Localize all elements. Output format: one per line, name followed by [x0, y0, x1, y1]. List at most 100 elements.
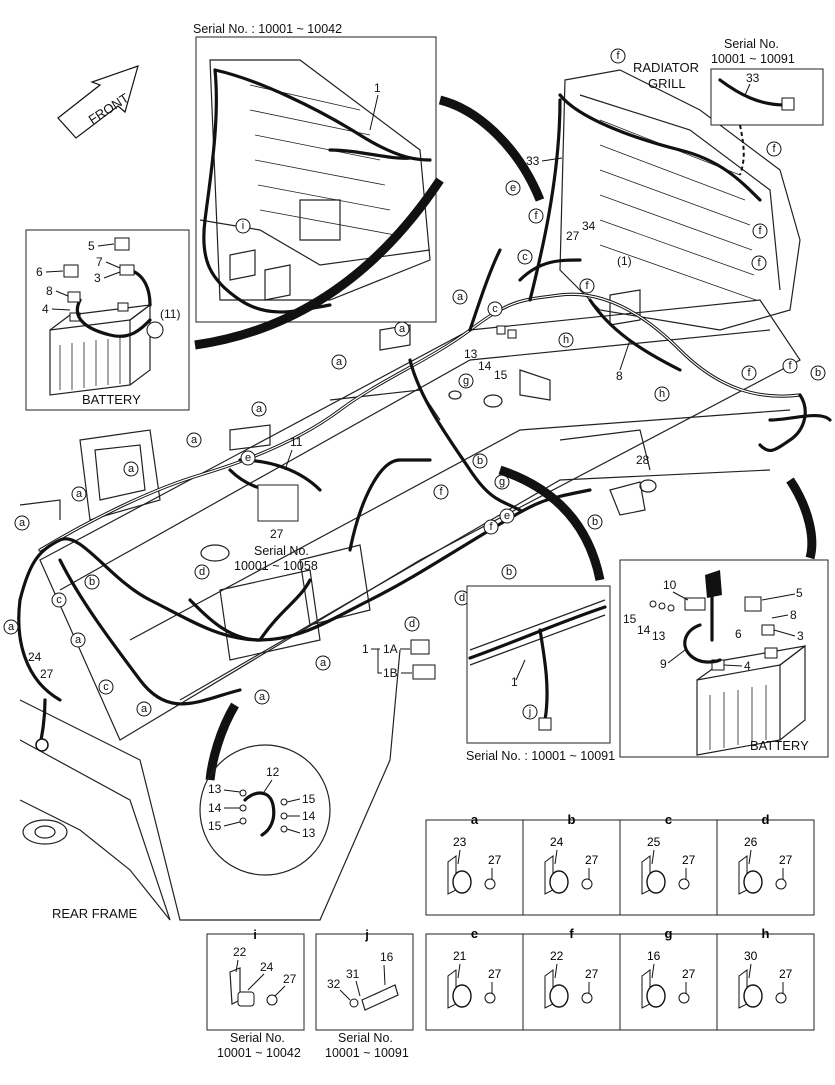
clamp-cell-h: h 30 27	[716, 926, 793, 1030]
clamp-j-part-1: 32	[327, 977, 341, 991]
bl-part-6: 6	[36, 265, 43, 279]
main-callouts: a a a a a a a a a a a a a b b b b b c c …	[3, 48, 826, 717]
bolt-icon	[678, 992, 690, 1004]
callout-b-5: b	[810, 365, 826, 381]
rear-frame-structure	[19, 69, 801, 921]
battery-left-label: BATTERY	[82, 392, 141, 407]
leader-line	[748, 963, 752, 979]
br-part-3: 3	[797, 629, 804, 643]
bl-part-8: 8	[46, 284, 53, 298]
svg-text:c: c	[56, 594, 62, 606]
front-arrow: FRONT	[57, 65, 139, 139]
callout-b-4: b	[84, 574, 100, 590]
part-33-main: 33	[526, 154, 540, 168]
bl-part-11: (11)	[160, 307, 180, 321]
svg-text:f: f	[489, 521, 493, 533]
svg-text:f: f	[439, 486, 443, 498]
clamp-part-e-1: 21	[453, 949, 467, 963]
bm-inset-part-1: 1	[511, 675, 518, 689]
part-11: 11	[290, 435, 303, 449]
callout-b-2: b	[587, 514, 603, 530]
callout-c-1: c	[487, 301, 503, 317]
clamp-letter-d: d	[762, 812, 770, 827]
br-part-4: 4	[744, 659, 751, 673]
svg-text:a: a	[141, 703, 148, 715]
bolt-icon	[775, 992, 787, 1004]
clamp-i-letter: i	[253, 927, 257, 942]
br-part-10: 10	[663, 578, 677, 592]
callout-e-2: e	[240, 450, 256, 466]
callout-d-1: d	[194, 564, 210, 580]
detail-part-12: 12	[266, 765, 280, 779]
callout-a-5: a	[186, 432, 202, 448]
leader-line	[651, 849, 655, 865]
clamp-part-a-2: 27	[488, 853, 502, 867]
radiator-grill-line1: RADIATOR	[633, 60, 699, 75]
svg-text:c: c	[522, 251, 528, 263]
conn-1b: 1B	[383, 666, 398, 680]
svg-text:a: a	[8, 621, 15, 633]
svg-text:f: f	[772, 143, 776, 155]
svg-text:a: a	[336, 356, 343, 368]
callout-a-11: a	[315, 655, 331, 671]
clamp-part-a-1: 23	[453, 835, 467, 849]
svg-text:g: g	[499, 476, 505, 488]
svg-text:d: d	[199, 566, 205, 578]
serial-j-line2: 10001 ~ 10091	[325, 1046, 409, 1060]
callout-e-1: e	[505, 180, 521, 196]
svg-text:f: f	[747, 367, 751, 379]
part-8-main: 8	[616, 369, 623, 383]
br-part-14: 14	[637, 623, 651, 637]
top-right-inset: Serial No. 10001 ~ 10091 33	[710, 37, 824, 176]
serial-i-line2: 10001 ~ 10042	[217, 1046, 301, 1060]
svg-text:e: e	[245, 452, 251, 464]
clamp-letter-h: h	[762, 926, 770, 941]
callout-c-3: c	[51, 592, 67, 608]
clamp-loop	[549, 870, 569, 894]
callout-d-3: d	[404, 616, 420, 632]
clamp-part-h-2: 27	[779, 967, 793, 981]
serial-i-line1: Serial No.	[230, 1031, 285, 1045]
clamp-letter-e: e	[471, 926, 478, 941]
clamp-letter-b: b	[568, 812, 576, 827]
svg-text:f: f	[788, 360, 792, 372]
callout-f-7: f	[782, 358, 798, 374]
serial-bottom-mid: Serial No. : 10001 ~ 10091	[466, 749, 615, 763]
clamp-i-box: i 22 24 27 Serial No. 10001 ~ 10042	[206, 927, 305, 1060]
part-1-paren: (1)	[617, 254, 632, 268]
main-harness	[17, 93, 832, 752]
svg-text:a: a	[320, 657, 327, 669]
clamp-part-h-1: 30	[744, 949, 758, 963]
bl-part-5: 5	[88, 239, 95, 253]
callout-c-4: c	[98, 679, 114, 695]
main-part-numbers: 33 27 34 (1) 8 13 14 15 11 27 Serial No.…	[28, 154, 657, 921]
svg-text:c: c	[103, 681, 109, 693]
bolt-icon	[678, 878, 690, 890]
battery-right-label: BATTERY	[750, 738, 809, 753]
callout-a-2: a	[394, 321, 410, 337]
leader-line	[651, 963, 655, 979]
serial-mid-line2: 10001 ~ 10058	[234, 559, 318, 573]
battery-right-inset: 10 5 8 15 14 13 6 3 9 4 BATTERY	[619, 477, 829, 758]
clamp-letter-f: f	[569, 926, 574, 941]
svg-text:a: a	[76, 488, 83, 500]
clamp-part-f-2: 27	[585, 967, 599, 981]
callout-f-6: f	[579, 278, 595, 294]
part-15-main: 15	[494, 368, 508, 382]
leader-line	[554, 963, 558, 979]
part-34: 34	[582, 219, 596, 233]
callout-a-6: a	[123, 461, 139, 477]
svg-text:a: a	[75, 634, 82, 646]
detail-part-14-r: 14	[302, 809, 316, 823]
svg-text:b: b	[506, 566, 512, 578]
br-part-8: 8	[790, 608, 797, 622]
bottom-mid-inset: 1 j Serial No. : 10001 ~ 10091	[466, 465, 615, 763]
bolt-icon	[581, 878, 593, 890]
svg-text:a: a	[128, 463, 135, 475]
